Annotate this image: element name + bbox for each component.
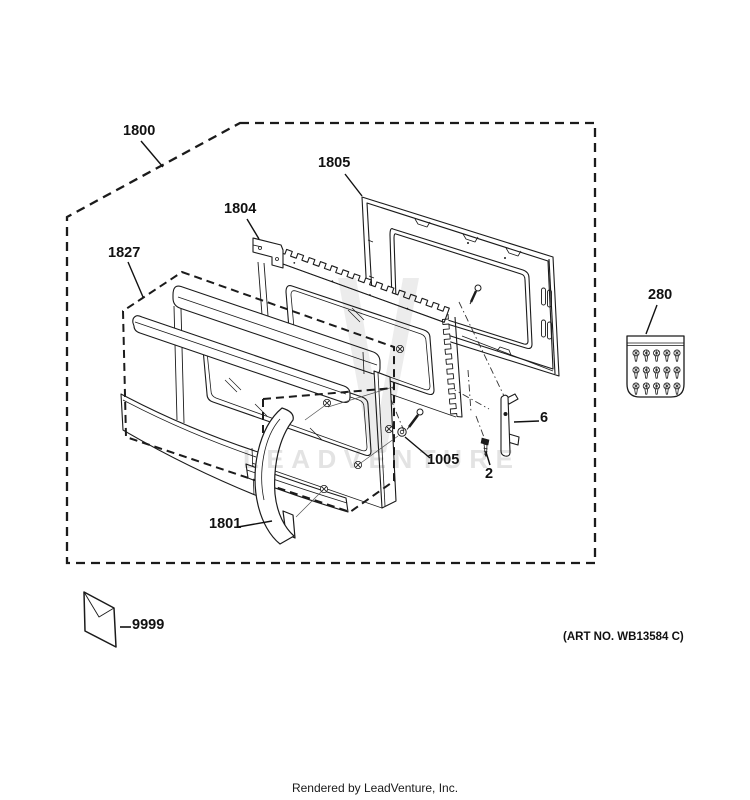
envelope-icon[interactable] [83,591,117,648]
door-handle[interactable] [254,407,296,545]
part-2-screw-icon[interactable] [480,437,490,457]
part-1805-outer-frame[interactable] [361,196,560,377]
part-label-2[interactable]: 2 [485,466,494,482]
part-label-1805[interactable]: 1805 [318,155,351,171]
part-label-1827[interactable]: 1827 [108,245,141,261]
part-label-1801[interactable]: 1801 [209,516,242,532]
part-280-screw-bag[interactable] [626,335,685,398]
part-1005-screw-icon[interactable] [397,408,424,437]
part-6-bracket[interactable] [500,393,520,457]
part-label-9999[interactable]: 9999 [132,617,165,633]
part-label-280[interactable]: 280 [648,287,673,303]
part-label-6[interactable]: 6 [540,410,549,426]
art-number: (ART NO. WB13584 C) [563,631,684,643]
frame-screw-icon [469,284,482,305]
boundary-1800 [65,121,597,565]
leader-lines [120,140,658,628]
part-label-1005[interactable]: 1005 [427,452,460,468]
footer-credit: Rendered by LeadVenture, Inc. [291,781,459,795]
part-label-1800[interactable]: 1800 [123,123,156,139]
part-label-1804[interactable]: 1804 [224,201,257,217]
